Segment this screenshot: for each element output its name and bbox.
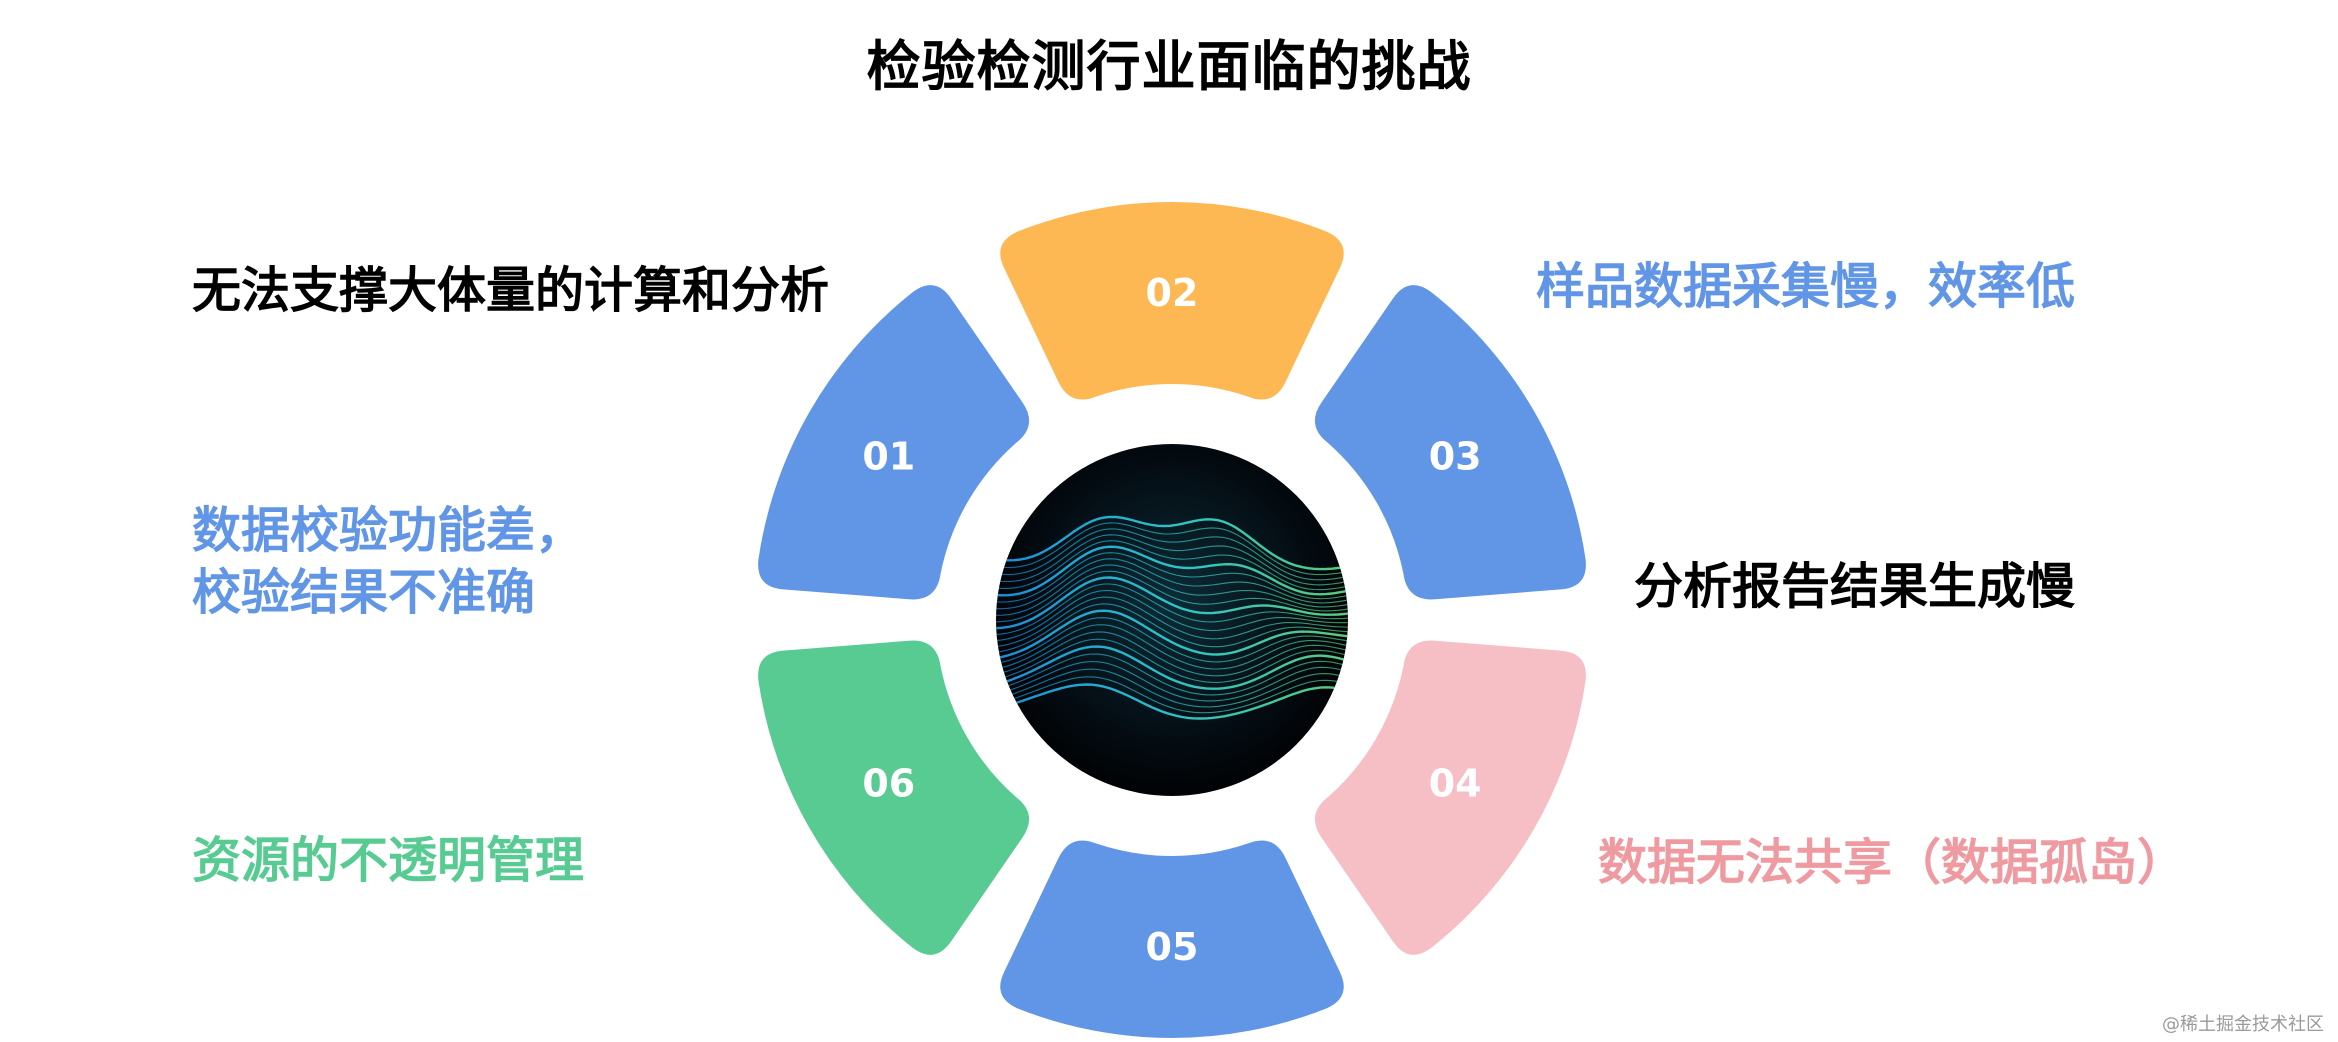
wave-line (996, 624, 1348, 671)
challenge-label-bottom-right: 数据无法共享（数据孤岛） (1598, 832, 2186, 894)
challenge-label-mid-left: 数据校验功能差， 校验结果不准确 (192, 500, 584, 624)
wave-line (996, 676, 1348, 714)
ring-segment-05 (1000, 840, 1344, 1039)
wave-line (996, 645, 1348, 690)
data-wave-image (996, 444, 1348, 796)
wave-line (996, 558, 1348, 610)
wave-line (996, 552, 1348, 603)
wave-line (996, 576, 1348, 630)
wave-line (996, 653, 1348, 696)
challenge-text: 资源的不透明管理 (192, 832, 585, 889)
wave-line (996, 589, 1348, 642)
wave-line (996, 631, 1348, 677)
ring-segment-06 (758, 640, 1030, 955)
wave-line (996, 603, 1348, 654)
wave-line (996, 528, 1348, 581)
challenge-text: 分析报告结果生成慢 (1634, 558, 2076, 615)
page-title: 检验检测行业面临的挑战 (866, 35, 1472, 98)
wave-line (996, 596, 1348, 648)
wave-line (996, 522, 1348, 576)
wave-line (996, 540, 1348, 591)
challenge-label-bottom-left: 资源的不透明管理 (192, 830, 584, 892)
challenge-text: 样品数据采集慢，效率低 (1536, 258, 2076, 315)
ring-segment-02 (1000, 201, 1344, 400)
wave-line (996, 570, 1348, 623)
wave-line (996, 564, 1348, 616)
wave-line (996, 515, 1348, 571)
segment-number-04: 04 (1429, 762, 1482, 806)
wave-line (996, 638, 1348, 683)
segments-group: 01 02 03 04 05 06 (758, 201, 1586, 1039)
wave-line (996, 534, 1348, 586)
ring-segment-03 (1314, 285, 1586, 600)
ring-segment-04 (1314, 640, 1586, 955)
wave-line (996, 617, 1348, 666)
segment-number-02: 02 (1146, 271, 1199, 315)
wave-line (996, 683, 1348, 720)
challenge-text: 数据校验功能差， (192, 502, 585, 559)
wave-line (996, 668, 1348, 708)
segment-number-05: 05 (1146, 925, 1199, 969)
wave-line (996, 583, 1348, 636)
segment-number-06: 06 (862, 762, 915, 806)
challenge-label-mid-right: 分析报告结果生成慢 (1634, 556, 2075, 618)
challenge-label-top-right: 样品数据采集慢，效率低 (1536, 256, 2075, 318)
challenge-text: 校验结果不准确 (192, 564, 536, 621)
ring-segment-01 (758, 285, 1030, 600)
challenge-text: 无法支撑大体量的计算和分析 (192, 262, 830, 319)
watermark: @稀土掘金技术社区 (2162, 1014, 2324, 1035)
segment-number-03: 03 (1429, 435, 1482, 479)
segment-number-01: 01 (862, 435, 915, 479)
wave-line (996, 660, 1348, 702)
wave-line (996, 545, 1348, 597)
challenge-label-top-left: 无法支撑大体量的计算和分析 (192, 260, 829, 322)
challenge-text: 数据无法共享（数据孤岛） (1598, 834, 2187, 891)
wave-line (996, 609, 1348, 661)
